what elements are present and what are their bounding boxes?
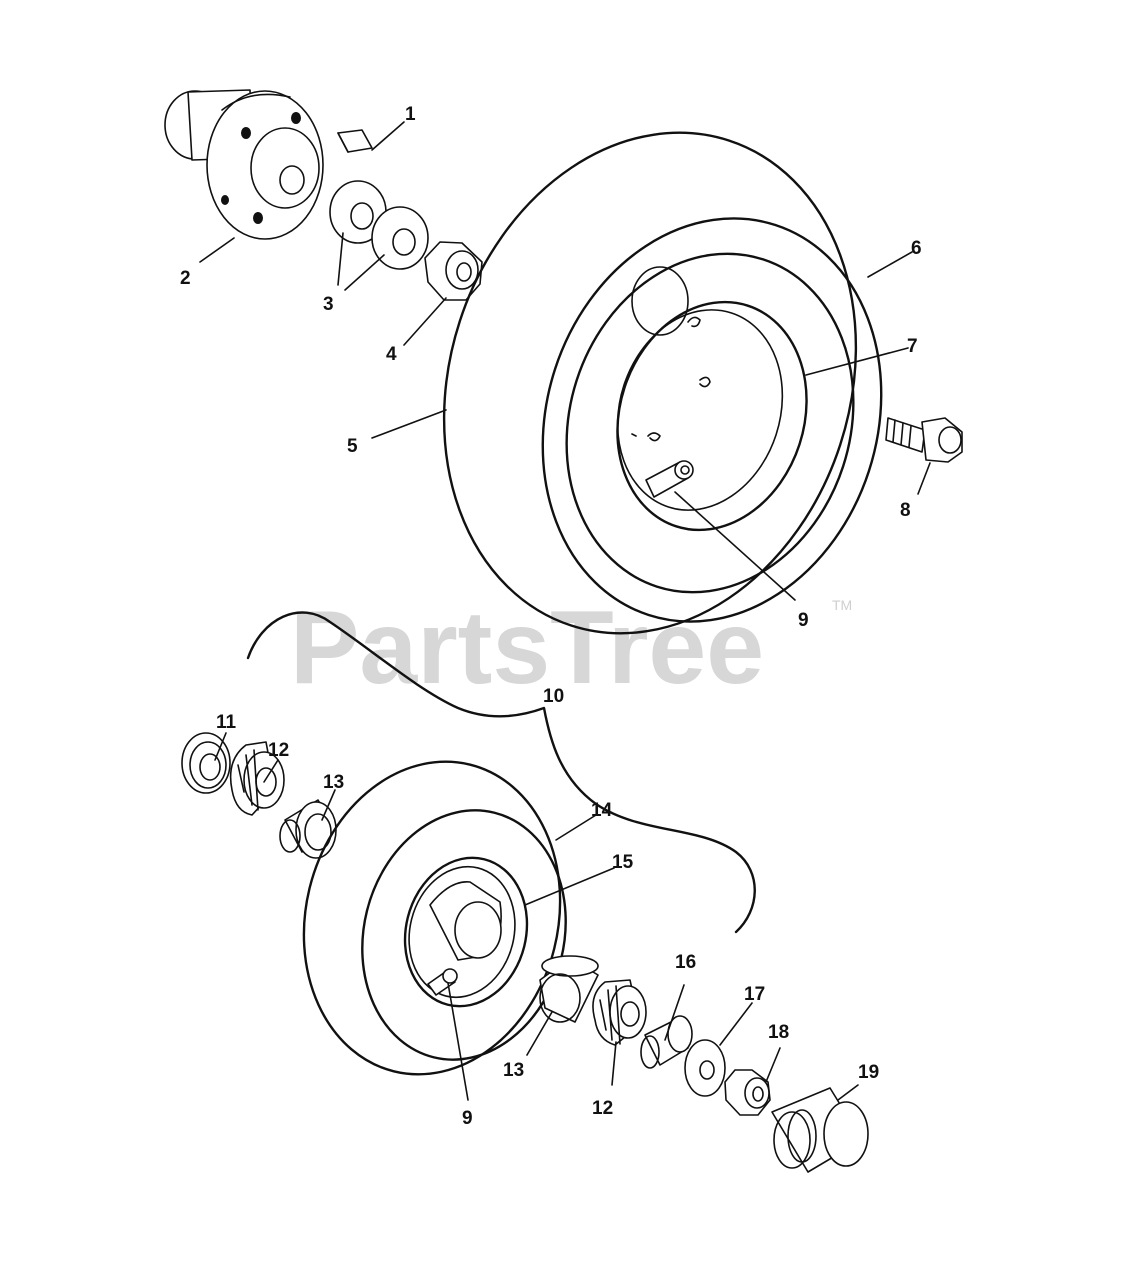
callout-4: 4	[386, 344, 397, 365]
hub-part-2[interactable]	[164, 89, 324, 240]
callout-labels: 1 2 3 4 5 6 7 8 9 10 11 12 13 14 15 16 1…	[180, 104, 922, 1129]
nut-part-4[interactable]	[424, 241, 483, 301]
spacer-part-16[interactable]	[640, 1015, 693, 1069]
callout-11: 11	[216, 712, 237, 733]
leader-lines	[199, 121, 931, 1101]
valve-stem-part-9-lower[interactable]	[427, 968, 458, 996]
callout-12-left: 12	[268, 740, 289, 761]
callout-10: 10	[543, 686, 564, 707]
callout-6: 6	[911, 238, 922, 259]
callout-16: 16	[675, 952, 696, 973]
callout-15: 15	[612, 852, 634, 873]
callout-9-lower: 9	[462, 1108, 473, 1129]
key-part-1[interactable]	[337, 129, 373, 153]
bearing-part-12-right[interactable]	[592, 979, 647, 1046]
callout-17: 17	[744, 984, 765, 1005]
callout-13-right: 13	[503, 1060, 524, 1081]
cutaway-line-part-10	[246, 611, 756, 934]
callout-9-upper: 9	[798, 610, 809, 631]
callout-1: 1	[405, 104, 416, 125]
watermark-text: PartsTree	[290, 590, 764, 706]
callout-13-left: 13	[323, 772, 344, 793]
bolt-part-8[interactable]	[885, 417, 963, 463]
cap-part-19[interactable]	[771, 1087, 869, 1173]
callout-19: 19	[858, 1062, 879, 1083]
washer-part-17[interactable]	[684, 1039, 726, 1097]
upper-wheel-assembly[interactable]	[381, 79, 932, 688]
callout-3: 3	[323, 294, 334, 315]
callout-18: 18	[768, 1022, 789, 1043]
callout-2: 2	[180, 268, 191, 289]
bearing-cup-part-13-right[interactable]	[539, 955, 599, 1023]
nut-part-18[interactable]	[724, 1069, 771, 1116]
callout-14: 14	[591, 800, 613, 821]
callout-5: 5	[347, 436, 358, 457]
watermark-trademark: TM	[832, 597, 852, 613]
valve-stem-part-9-upper[interactable]	[645, 460, 694, 498]
callout-7: 7	[907, 336, 918, 357]
lower-wheel-assembly[interactable]	[272, 734, 593, 1102]
callout-12-right: 12	[592, 1098, 613, 1119]
callout-8: 8	[900, 500, 911, 521]
washers-part-3[interactable]	[329, 180, 429, 270]
